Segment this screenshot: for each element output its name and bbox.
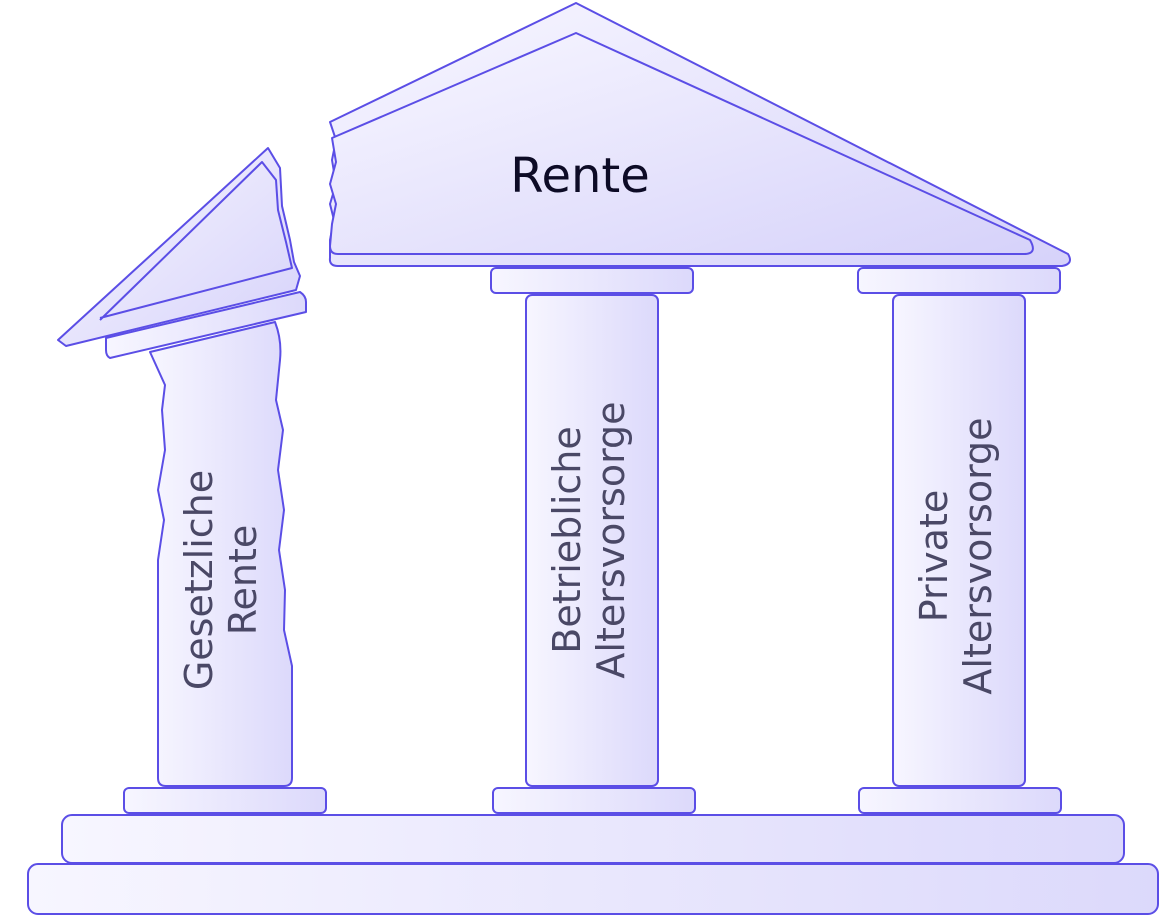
- pillar-2-base: [492, 787, 696, 814]
- pillar-1-label-line2: Rente: [221, 525, 265, 635]
- pillar-3-label: Private Altersvorsorge: [912, 417, 1000, 694]
- pillar-2-label-line1: Betriebliche: [545, 426, 589, 654]
- pillar-2-label: Betriebliche Altersvorsorge: [545, 401, 633, 678]
- pillar-2-capital: [490, 267, 694, 294]
- pillar-1-label-line1: Gesetzliche: [177, 470, 221, 690]
- pillar-3-label-line2: Altersvorsorge: [956, 417, 1000, 694]
- pillar-1-shaft-broken: [149, 321, 293, 787]
- pillar-3-base: [858, 787, 1062, 814]
- pillar-1-capital-broken: [105, 291, 307, 359]
- pillar-3-capital: [857, 267, 1061, 294]
- roof-fragment-inner: [99, 161, 293, 321]
- pillar-3-label-line1: Private: [912, 490, 956, 622]
- pillar-3-shaft: [892, 294, 1026, 787]
- foundation-step-top: [61, 814, 1125, 864]
- roof-fragment-broken: [57, 147, 301, 347]
- diagram-title: Rente: [510, 148, 650, 204]
- pillar-1-label: Gesetzliche Rente: [177, 470, 265, 690]
- pillar-2-shaft: [525, 294, 659, 787]
- pillar-2-label-line2: Altersvorsorge: [589, 401, 633, 678]
- pillar-1-base: [123, 787, 327, 814]
- foundation-step-bottom: [27, 863, 1159, 915]
- main-roof-inner: [329, 32, 1034, 255]
